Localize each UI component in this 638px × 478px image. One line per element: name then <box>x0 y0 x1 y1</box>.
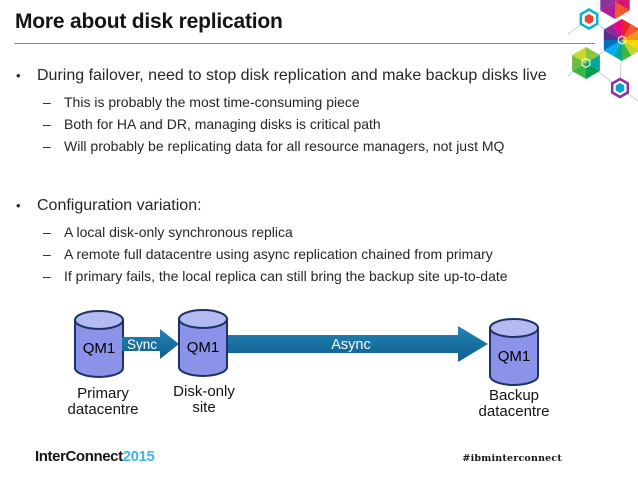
bullet-marker: • <box>16 198 21 213</box>
caption-line: datacentre <box>478 403 550 420</box>
sub-bullet-item: – If primary fails, the local replica ca… <box>43 265 624 287</box>
brand-name: InterConnect <box>35 448 123 465</box>
sub-bullet-text: A remote full datacentre using async rep… <box>64 246 493 262</box>
page-title: More about disk replication <box>15 10 283 33</box>
bullet-marker: • <box>16 68 21 83</box>
brand-year: 2015 <box>122 448 155 465</box>
disk-cylinder-primary: QM1 <box>74 310 124 378</box>
disk-label: QM1 <box>83 340 116 357</box>
sub-bullet-item: – This is probably the most time-consumi… <box>43 91 624 113</box>
bullet-group-failover: • During failover, need to stop disk rep… <box>16 64 624 157</box>
caption-backup-datacentre: Backup datacentre <box>453 388 575 420</box>
green-hexagon-icon <box>572 47 600 79</box>
disk-label: QM1 <box>187 339 220 356</box>
node-hexagon-icon <box>579 8 599 30</box>
title-divider <box>14 43 595 44</box>
sub-bullet-text: Both for HA and DR, managing disks is cr… <box>64 116 381 132</box>
dash-marker: – <box>43 246 51 262</box>
dash-marker: – <box>43 94 51 110</box>
bullet-group-configuration: • Configuration variation: – A local dis… <box>16 194 624 287</box>
sub-bullet-item: – A local disk-only synchronous replica <box>43 221 624 243</box>
sync-arrow: Sync <box>122 329 179 359</box>
disk-cylinder-backup: QM1 <box>489 318 539 386</box>
sub-bullet-item: – Both for HA and DR, managing disks is … <box>43 113 624 135</box>
event-hashtag: #ibminterconnect <box>462 453 562 464</box>
bullet-item: • During failover, need to stop disk rep… <box>16 64 624 88</box>
dash-marker: – <box>43 224 51 240</box>
dash-marker: – <box>43 268 51 284</box>
interconnect-logo: InterConnect2015 <box>35 448 155 465</box>
disk-label: QM1 <box>498 348 531 365</box>
sub-bullet-text: Will probably be replicating data for al… <box>64 138 505 154</box>
magenta-hexagon-icon <box>600 0 630 19</box>
caption-line: site <box>192 399 216 416</box>
caption-diskonly-site: Disk-only site <box>145 384 263 416</box>
dash-marker: – <box>43 116 51 132</box>
bullet-text: During failover, need to stop disk repli… <box>37 67 547 84</box>
caption-line: datacentre <box>67 401 139 418</box>
async-arrow-label: Async <box>331 337 371 353</box>
bullet-item: • Configuration variation: <box>16 194 624 218</box>
hexagon-cluster-icon <box>568 0 638 102</box>
sync-arrow-label: Sync <box>127 337 157 352</box>
sub-bullet-item: – Will probably be replicating data for … <box>43 135 624 157</box>
caption-line: Backup <box>488 387 540 404</box>
disk-cylinder-diskonly: QM1 <box>178 309 228 377</box>
async-arrow: Async <box>228 326 488 362</box>
sub-bullet-text: If primary fails, the local replica can … <box>64 268 508 284</box>
sub-bullet-text: This is probably the most time-consuming… <box>64 94 360 110</box>
caption-line: Primary <box>77 385 129 402</box>
rainbow-hexagon-icon <box>603 19 638 61</box>
dash-marker: – <box>43 138 51 154</box>
sub-bullet-item: – A remote full datacentre using async r… <box>43 243 624 265</box>
bullet-text: Configuration variation: <box>37 197 202 214</box>
caption-primary-datacentre: Primary datacentre <box>43 386 163 418</box>
caption-line: Disk-only <box>173 383 235 400</box>
sub-bullet-text: A local disk-only synchronous replica <box>64 224 293 240</box>
node-hexagon-icon <box>610 77 630 99</box>
